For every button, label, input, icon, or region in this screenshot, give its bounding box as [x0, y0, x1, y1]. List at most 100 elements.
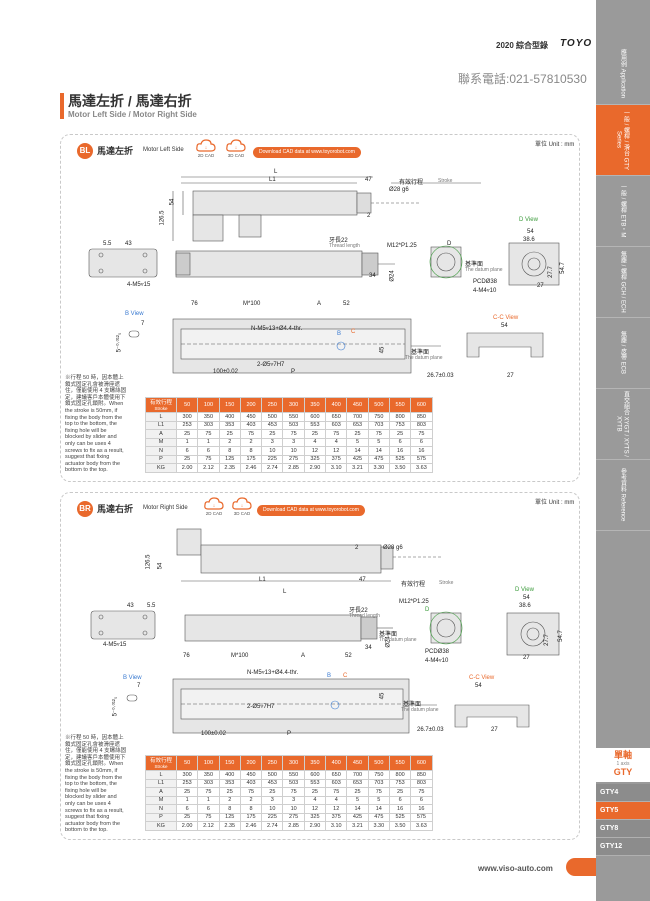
- table-cell: 6: [175, 446, 199, 456]
- table-cell: 6: [197, 804, 220, 814]
- stroke-cell: 150: [218, 397, 241, 413]
- dim-54: 54: [169, 198, 176, 206]
- cad-2d-label: 2D CAD: [205, 511, 223, 516]
- table-cell: 425: [346, 812, 369, 822]
- dim-26-7: 26.7±0.03: [417, 727, 444, 733]
- footer-url[interactable]: www.viso-auto.com: [478, 864, 553, 873]
- dim-hole: 2-Ø5▿7H7: [247, 704, 275, 710]
- row-label: P: [145, 454, 177, 464]
- table-cell: 10: [261, 804, 284, 814]
- cad-2d-icon[interactable]: ↓ 2D CAD: [203, 497, 225, 516]
- dim-P: P: [291, 369, 296, 375]
- stroke-cell: 400: [325, 755, 348, 771]
- dim-52: 52: [343, 301, 350, 307]
- table-cell: 703: [367, 420, 390, 430]
- tab-etb[interactable]: 一般 / 螺桿 ETB・M: [596, 176, 650, 247]
- table-cell: 803: [410, 778, 433, 788]
- dim-thread-en: Thread length: [329, 243, 360, 249]
- table-cell: 850: [410, 412, 433, 422]
- dim-54-7: 54.7: [557, 630, 564, 642]
- dim-ccview: C-C View: [469, 675, 495, 681]
- row-label: M: [145, 437, 177, 447]
- table-cell: 16: [410, 446, 433, 456]
- stroke-cell: 250: [261, 755, 284, 771]
- dim-datum-2: 基準面: [411, 350, 430, 356]
- dim-dview: D View: [515, 587, 534, 593]
- cad-3d-icon[interactable]: ↓ 3D CAD: [225, 139, 247, 158]
- table-cell: 3.63: [410, 463, 433, 473]
- table-cell: 403: [239, 420, 263, 430]
- dim-tol: 5⁻⁰·⁰¹²₀: [116, 332, 123, 353]
- dim-d28: Ø28 g6: [389, 187, 409, 193]
- dim-m4: 4-M4▿10: [473, 288, 497, 294]
- table-cell: 3: [261, 795, 284, 805]
- dim-thread: 牙長22: [329, 238, 348, 244]
- tab-gty-series[interactable]: 一般 / 螺桿 / 滑台 GTY Series: [596, 105, 650, 176]
- stroke-cell: 350: [303, 397, 327, 413]
- table-cell: 403: [239, 778, 263, 788]
- tab-gch[interactable]: 無塵 / 螺桿 GCH / ECH: [596, 247, 650, 318]
- table-cell: 5: [346, 795, 369, 805]
- dim-bview: B View: [123, 675, 142, 681]
- cad-2d-label: 2D CAD: [197, 153, 215, 158]
- section-badge: BL: [77, 143, 93, 159]
- unit-label: 單位 Unit : mm: [535, 500, 575, 506]
- download-cad-button[interactable]: Download CAD data at www.toyorobot.com: [257, 505, 365, 516]
- dim-52: 52: [345, 653, 352, 659]
- cad-2d-icon[interactable]: ↓ 2D CAD: [195, 139, 217, 158]
- section-motor-left: BL 馬達左折 Motor Left Side ↓ 2D CAD ↓ 3D CA…: [60, 134, 580, 482]
- table-cell: 2.90: [303, 463, 327, 473]
- table-cell: 350: [197, 412, 220, 422]
- dim-B: B: [327, 673, 332, 679]
- table-cell: 525: [388, 454, 412, 464]
- table-cell: 425: [346, 454, 369, 464]
- dim-stroke: 有效行程: [399, 180, 424, 186]
- dim-thread-en: Thread length: [349, 613, 380, 619]
- table-cell: 6: [197, 446, 220, 456]
- table-cell: 10: [261, 446, 284, 456]
- unit-label: 單位 Unit : mm: [535, 142, 575, 148]
- tab-application[interactable]: 應用例 Application: [596, 44, 650, 105]
- stroke-cell: 450: [346, 397, 369, 413]
- page-subtitle: Motor Left Side / Motor Right Side: [68, 110, 197, 119]
- dim-7: 7: [137, 683, 141, 689]
- table-cell: 75: [410, 429, 433, 439]
- model-gty4[interactable]: GTY4: [596, 784, 650, 802]
- category-axis: 1 axis: [616, 761, 630, 767]
- category-series: GTY: [613, 767, 633, 777]
- table-cell: 703: [367, 778, 390, 788]
- dim-m5: 4-M5▿15: [127, 282, 151, 288]
- table-cell: 300: [175, 770, 199, 780]
- dim-76: 76: [191, 301, 198, 307]
- tab-xygt[interactable]: 直交組合 XYGT / XYTS / XYTB: [596, 389, 650, 460]
- dim-L1: L1: [259, 577, 266, 583]
- table-cell: 2.90: [303, 821, 327, 831]
- dim-d24: Ø24: [389, 270, 396, 282]
- dim-47: 47: [365, 177, 372, 183]
- table-cell: 14: [346, 446, 369, 456]
- table-cell: 2.12: [197, 821, 220, 831]
- table-cell: 303: [197, 778, 220, 788]
- table-cell: 3.63: [410, 821, 433, 831]
- dim-dview: D View: [519, 217, 538, 223]
- download-cad-button[interactable]: Download CAD data at www.toyorobot.com: [253, 147, 361, 158]
- cad-3d-icon[interactable]: ↓ 3D CAD: [231, 497, 253, 516]
- table-cell: 803: [410, 420, 433, 430]
- tab-ecb[interactable]: 無塵 / 皮帶 ECB: [596, 318, 650, 389]
- model-gty8[interactable]: GTY8: [596, 820, 650, 838]
- stroke-cell: 100: [197, 755, 220, 771]
- dim-nm5: N-M5▿13+Ø4.4-thr.: [251, 326, 303, 332]
- tab-reference[interactable]: 參考資料 Reference: [596, 460, 650, 531]
- model-gty12[interactable]: GTY12: [596, 838, 650, 856]
- model-gty5[interactable]: GTY5: [596, 802, 650, 820]
- dim-2: 2: [367, 213, 371, 219]
- table-cell: 3: [282, 437, 305, 447]
- table-cell: 375: [325, 454, 348, 464]
- dim-34: 34: [369, 273, 376, 279]
- dim-pcd: PCDØ38: [473, 279, 498, 285]
